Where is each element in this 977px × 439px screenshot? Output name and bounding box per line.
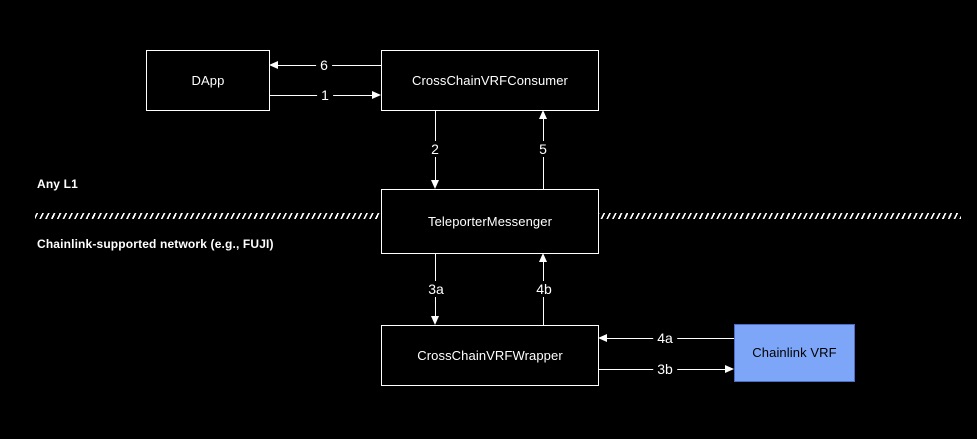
edge-label-4b: 4b xyxy=(532,281,556,297)
edge-label-3a: 3a xyxy=(424,281,448,297)
node-label-cross-chain-vrf-consumer: CrossChainVRFConsumer xyxy=(412,72,568,88)
node-chainlink-vrf[interactable]: Chainlink VRF xyxy=(734,324,855,382)
node-cross-chain-vrf-consumer[interactable]: CrossChainVRFConsumer xyxy=(381,50,599,111)
node-label-chainlink-vrf: Chainlink VRF xyxy=(752,345,837,361)
edge-label-1: 1 xyxy=(317,87,333,103)
node-label-teleporter-messenger: TeleporterMessenger xyxy=(427,213,553,229)
edge-arrowhead-1 xyxy=(372,90,381,99)
node-cross-chain-vrf-wrapper[interactable]: CrossChainVRFWrapper xyxy=(381,325,599,386)
node-label-cross-chain-vrf-wrapper: CrossChainVRFWrapper xyxy=(417,347,563,363)
edge-label-4a: 4a xyxy=(653,330,677,346)
edge-arrowhead-3b xyxy=(725,364,734,373)
edge-label-2: 2 xyxy=(427,141,443,157)
node-teleporter-messenger[interactable]: TeleporterMessenger xyxy=(381,189,599,254)
edge-arrowhead-2 xyxy=(430,180,439,189)
edge-label-5: 5 xyxy=(535,141,551,157)
edge-label-3b: 3b xyxy=(653,361,677,377)
edge-arrowhead-4b xyxy=(538,253,547,262)
edge-label-6: 6 xyxy=(316,57,332,73)
node-label-dapp: DApp xyxy=(191,72,225,88)
edge-arrowhead-6 xyxy=(269,60,278,69)
zone-label-any-l1: Any L1 xyxy=(37,177,78,191)
zone-label-chainlink-network: Chainlink-supported network (e.g., FUJI) xyxy=(37,237,274,251)
edge-arrowhead-5 xyxy=(538,110,547,119)
node-dapp[interactable]: DApp xyxy=(146,50,270,111)
edge-arrowhead-4a xyxy=(598,333,607,342)
edge-arrowhead-3a xyxy=(430,316,439,325)
